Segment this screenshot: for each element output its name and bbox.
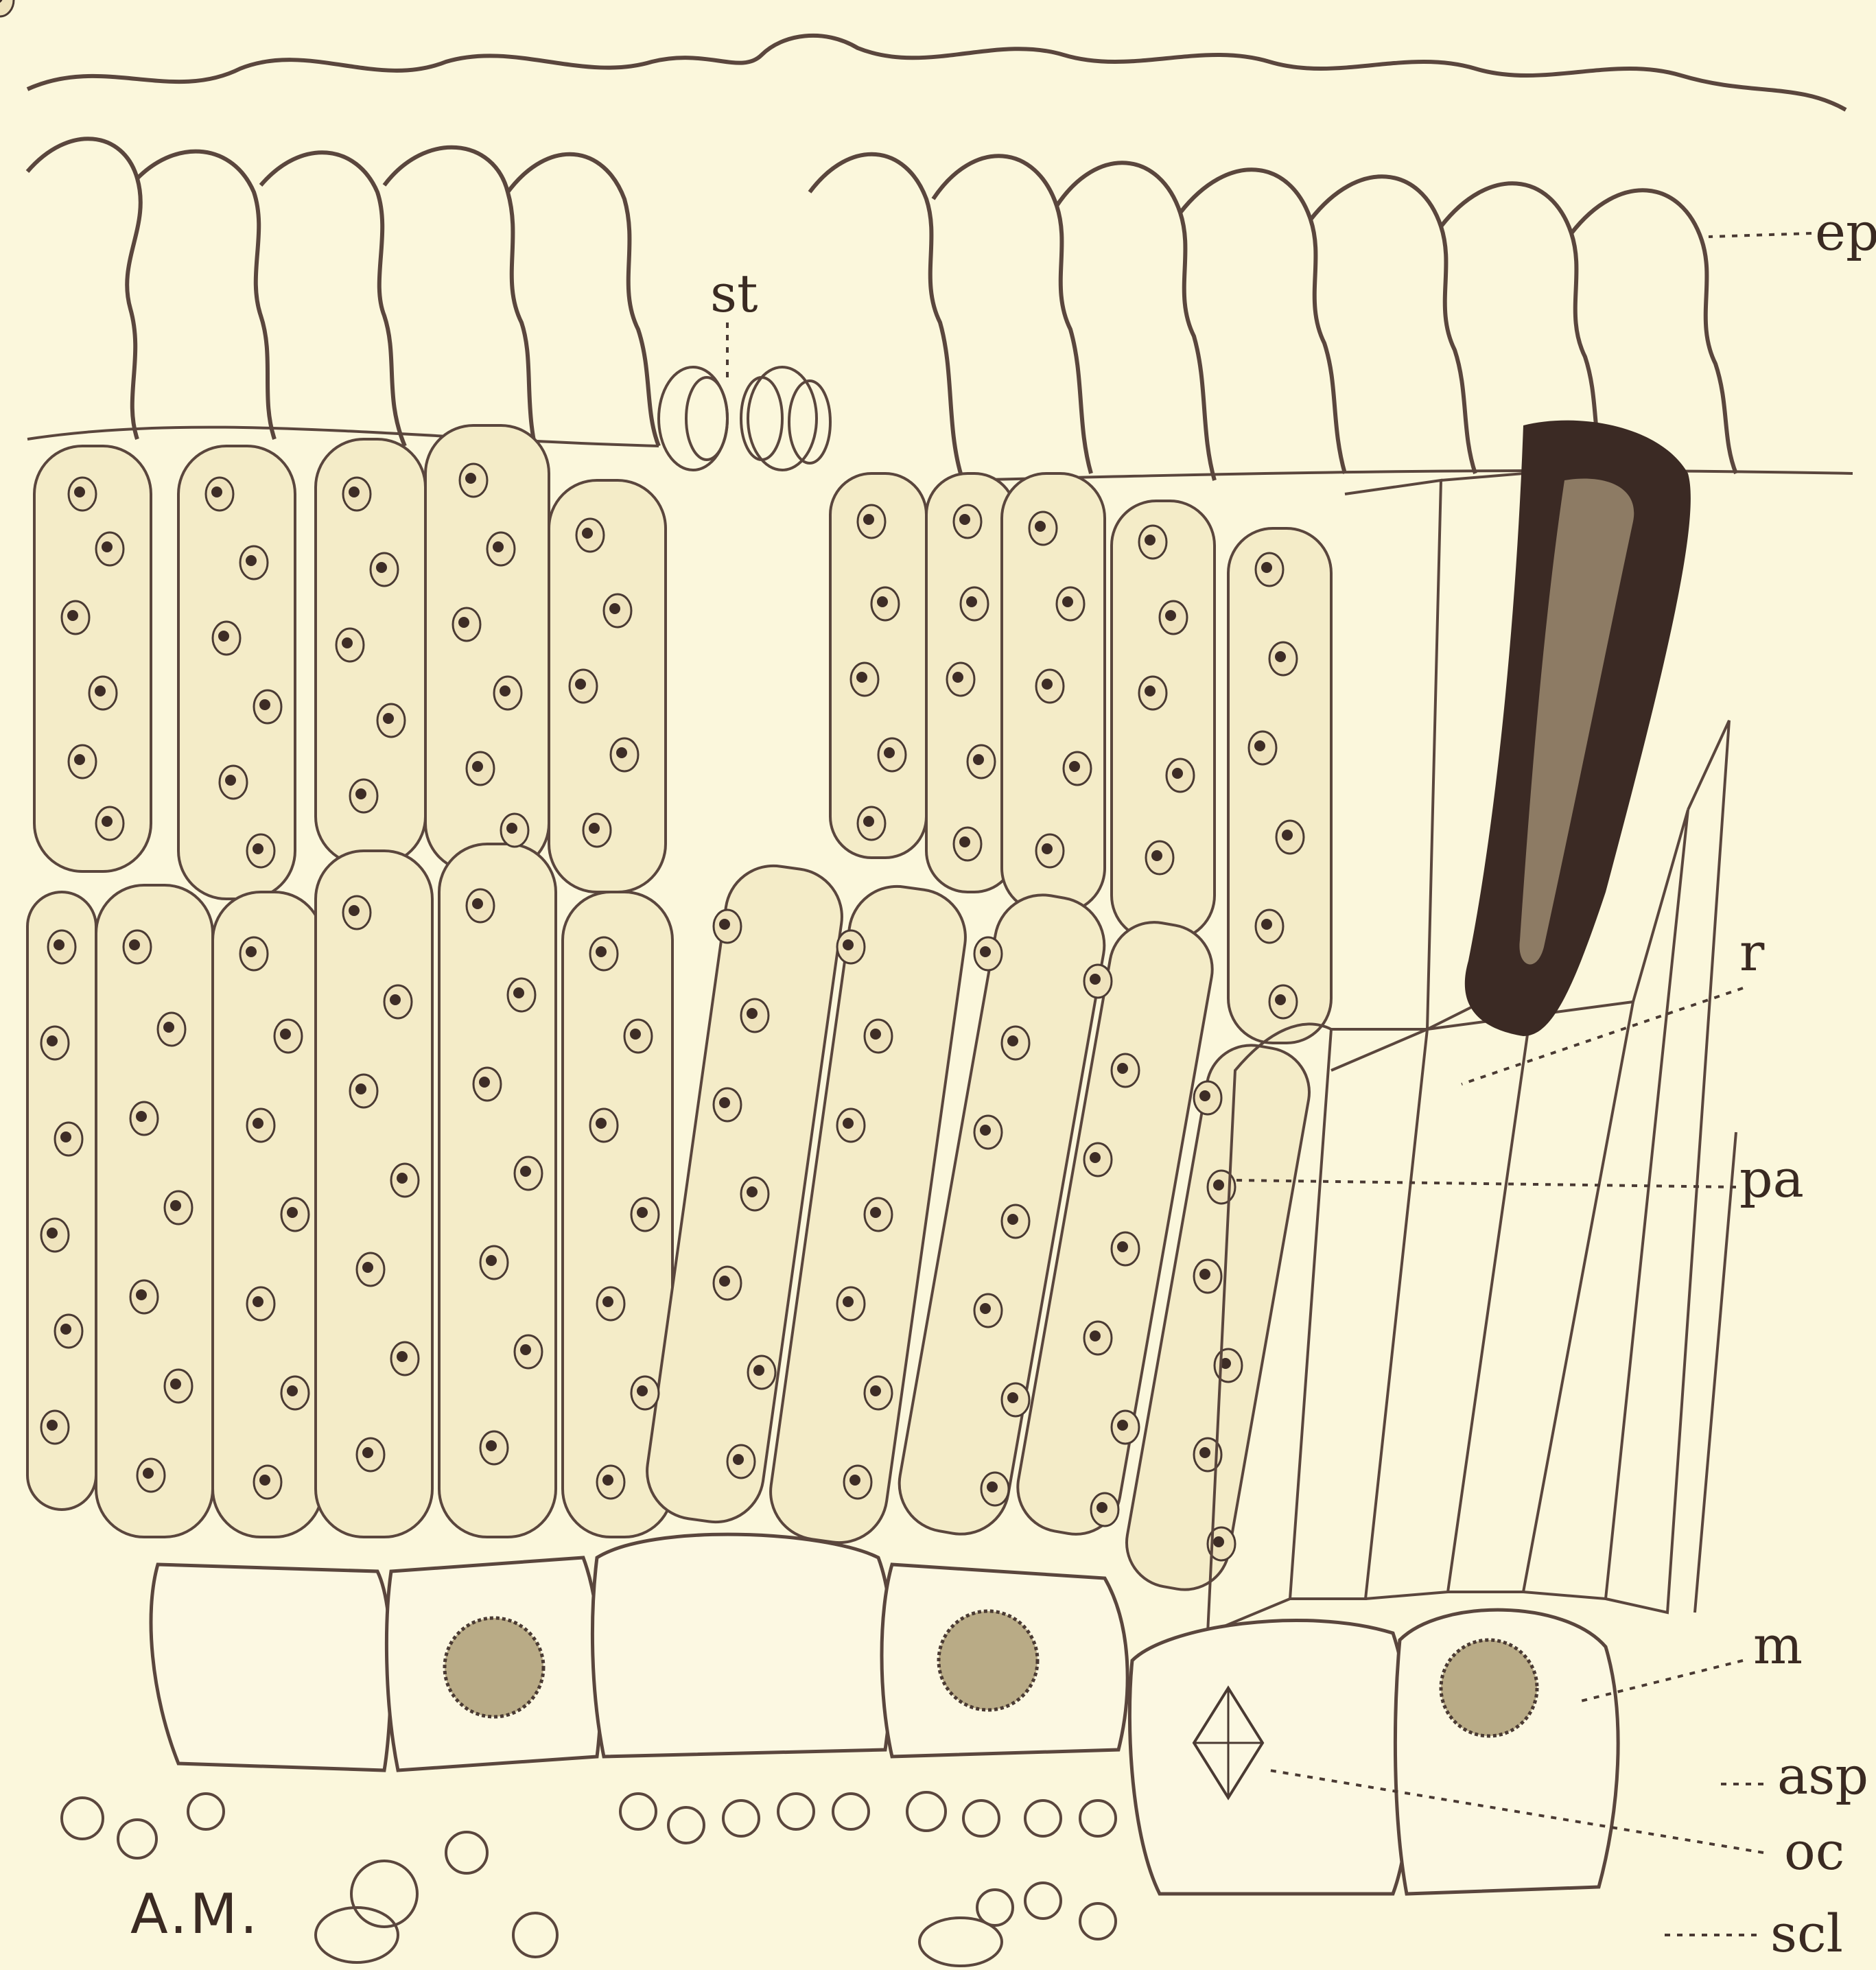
label-scl: scl (1770, 1908, 1843, 1960)
palisade-lower (27, 844, 1316, 1597)
label-ep: ep (1815, 206, 1876, 258)
label-st: st (710, 268, 758, 320)
label-asp: asp (1777, 1750, 1868, 1802)
label-m: m (1753, 1619, 1803, 1672)
label-pa: pa (1739, 1153, 1804, 1205)
artist-signature: A.M. (130, 1887, 260, 1942)
label-oc: oc (1784, 1825, 1844, 1877)
label-r: r (1739, 926, 1764, 978)
